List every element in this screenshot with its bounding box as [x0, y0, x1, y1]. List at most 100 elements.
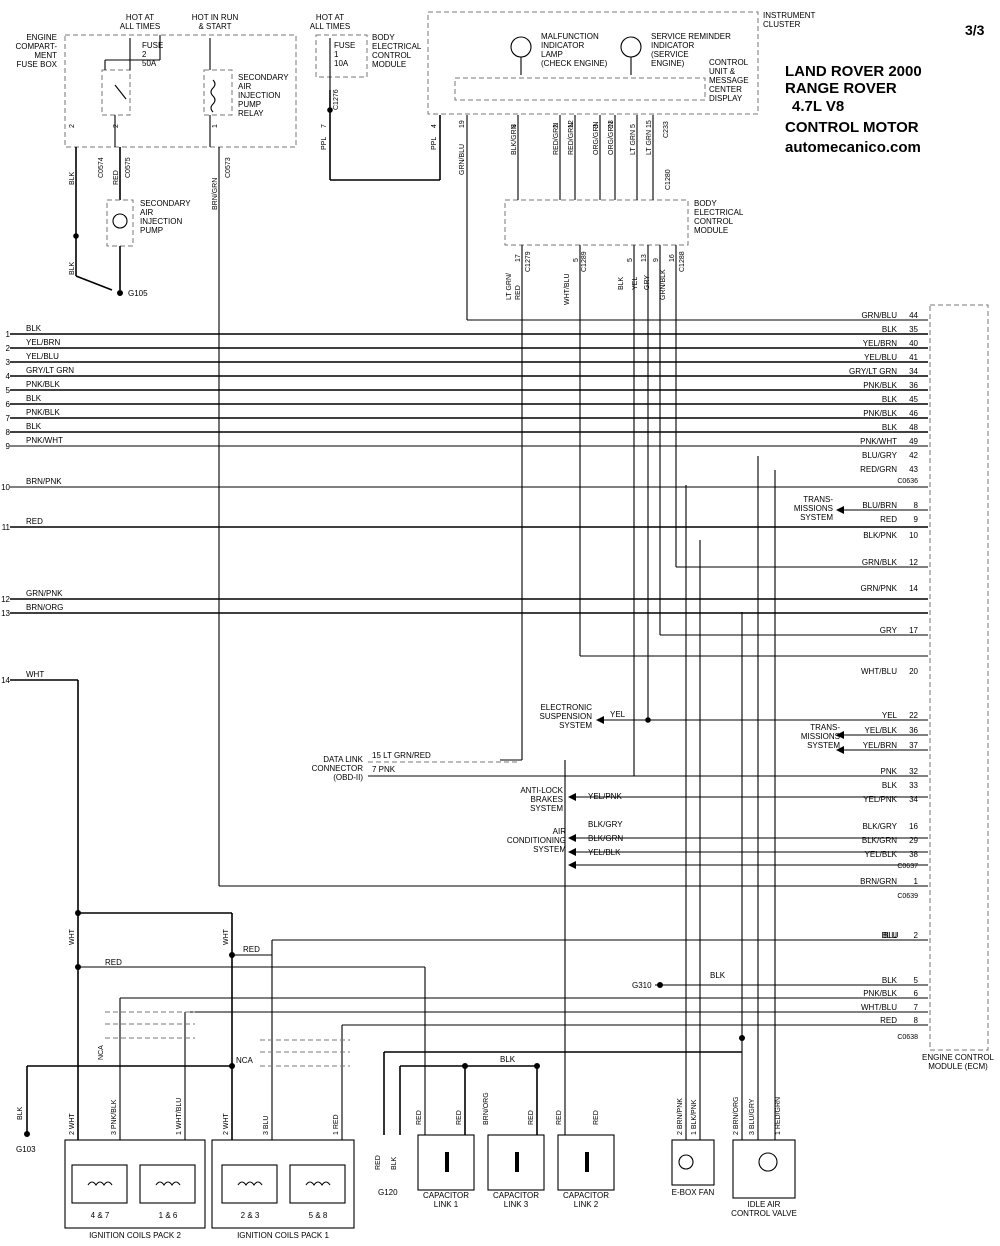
ac-wire-2: BLK/GRN [588, 834, 623, 843]
top-wire-pin-8: 12 [568, 120, 575, 128]
top-wire-color-4: PPL [431, 137, 438, 150]
c0636-label: C0636 [897, 478, 918, 485]
ecm-pin-color-11: RED/GRN [860, 465, 897, 474]
coil1-wire-0: 2 WHT [223, 1113, 230, 1136]
ecm-pin-color-13: RED [880, 515, 897, 524]
top-wire-color-12: LT GRN [646, 130, 653, 155]
ecm-pin-num-3: 41 [909, 353, 918, 362]
ecm-pin-num-28: 1 [914, 877, 919, 886]
left-wire-num-5: 6 [6, 400, 11, 409]
g103-label: G103 [16, 1145, 36, 1154]
ecm-pin-color-16: GRN/PNK [861, 584, 898, 593]
ecm-pin-color-24: YEL/PNK [863, 795, 897, 804]
ecm-pin-num-24: 34 [909, 795, 918, 804]
ecm-pin-color-29: BLU [881, 931, 897, 940]
ecm-pin-color-28: BRN/GRN [860, 877, 897, 886]
top-wire-pin-9: 3 [593, 124, 600, 128]
top-wire-color-11: LT GRN [630, 130, 637, 155]
blu-label: BLU [883, 931, 899, 940]
left-wire-color-11: GRN/PNK [26, 589, 63, 598]
bcm-lower-color-2: BLK [618, 276, 625, 290]
ecm-pin-color-30: BLK [882, 976, 898, 985]
bcm-lower-pin-1: 5 [573, 258, 580, 262]
ecm-pin-num-22: 32 [909, 767, 918, 776]
cap-wire-2: BRN/ORG [483, 1092, 490, 1125]
ecm-pin-color-8: BLK [882, 423, 898, 432]
left-wire-num-6: 7 [6, 414, 11, 423]
left-wire-color-13: WHT [26, 670, 44, 679]
g310-label: G310 [632, 981, 652, 990]
abs-wire-label: YEL/PNK [588, 792, 622, 801]
ecm-pin-color-17: GRY [880, 626, 898, 635]
coil-58-label: 5 & 8 [309, 1211, 328, 1220]
coil2-wire-2: 1 WHT/BLU [176, 1098, 183, 1135]
top-wire-pin-12: 15 [646, 120, 653, 128]
top-wire-color-1: RED [113, 170, 120, 185]
left-wire-color-8: PNK/WHT [26, 436, 63, 445]
ecm-pin-color-26: BLK/GRN [862, 836, 897, 845]
blk-label-g310: BLK [710, 971, 726, 980]
left-wire-color-3: GRY/LT GRN [26, 366, 74, 375]
top-wire-pin-7: 2 [553, 124, 560, 128]
ecm-pin-num-27: 38 [909, 850, 918, 859]
connector-label-8: C1288 [679, 251, 686, 272]
wht-label-2: WHT [223, 928, 230, 945]
top-wire-color-10: ORG/GRN [608, 122, 615, 155]
top-wire-pin-10: 13 [608, 120, 615, 128]
blk-label-cap: BLK [500, 1055, 516, 1064]
left-wire-color-7: BLK [26, 422, 42, 431]
cap-wire-5: RED [593, 1110, 600, 1125]
connector-label-5: C1280 [665, 169, 672, 190]
c0637-label: C0637 [897, 863, 918, 870]
ecm-pin-num-31: 6 [914, 989, 919, 998]
ac-wire-1: BLK/GRY [588, 820, 623, 829]
ecm-pin-num-10: 42 [909, 451, 918, 460]
ecm-pin-color-2: YEL/BRN [863, 339, 897, 348]
connector-label-7: C1289 [581, 251, 588, 272]
top-wire-color-6: BLK/GRN [511, 124, 518, 155]
bcm-lower-pin-4: 9 [653, 258, 660, 262]
dlc-wire-1: 15 LT GRN/RED [372, 751, 431, 760]
ecm-pin-num-12: 8 [914, 501, 919, 510]
left-wire-num-7: 8 [6, 428, 11, 437]
bcm-lower-color-5: GRN/BLK [660, 269, 667, 300]
ecm-pin-num-21: 37 [909, 741, 918, 750]
left-wire-color-4: PNK/BLK [26, 380, 60, 389]
coils-pack-2-label: IGNITION COILS PACK 2 [89, 1231, 181, 1240]
ecm-pin-color-6: BLK [882, 395, 898, 404]
ecm-pin-color-23: BLK [882, 781, 898, 790]
cap-wire-0: RED [416, 1110, 423, 1125]
ecm-pin-num-15: 12 [909, 558, 918, 567]
ecm-pin-color-20: YEL/BLK [865, 726, 898, 735]
ecm-pin-num-33: 8 [914, 1016, 919, 1025]
iac-wire-0: 2 BRN/ORG [733, 1096, 740, 1135]
ecm-pin-num-11: 43 [909, 465, 918, 474]
top-wire-pin-5: 19 [459, 120, 466, 128]
left-wire-num-3: 4 [6, 372, 11, 381]
ecm-pin-num-2: 40 [909, 339, 918, 348]
ecm-pin-color-27: YEL/BLK [865, 850, 898, 859]
ecm-pin-num-13: 9 [914, 515, 919, 524]
wht-label-1: WHT [69, 928, 76, 945]
ground-wire-label: BLK [69, 261, 76, 275]
ecm-pin-color-33: RED [880, 1016, 897, 1025]
bcm-lower-pin-2: 5 [627, 258, 634, 262]
ecm-pin-num-16: 14 [909, 584, 918, 593]
dlc-wire-2: 7 PNK [372, 765, 396, 774]
connector-label-4: C233 [663, 121, 670, 138]
ecm-pin-color-18: WHT/BLU [861, 667, 897, 676]
top-wire-pin-11: 5 [630, 124, 637, 128]
ecm-pin-color-5: PNK/BLK [863, 381, 897, 390]
ecm-pin-num-29: 2 [914, 931, 919, 940]
top-wire-color-3: PPL [321, 137, 328, 150]
blk-label-g103: BLK [17, 1106, 24, 1120]
